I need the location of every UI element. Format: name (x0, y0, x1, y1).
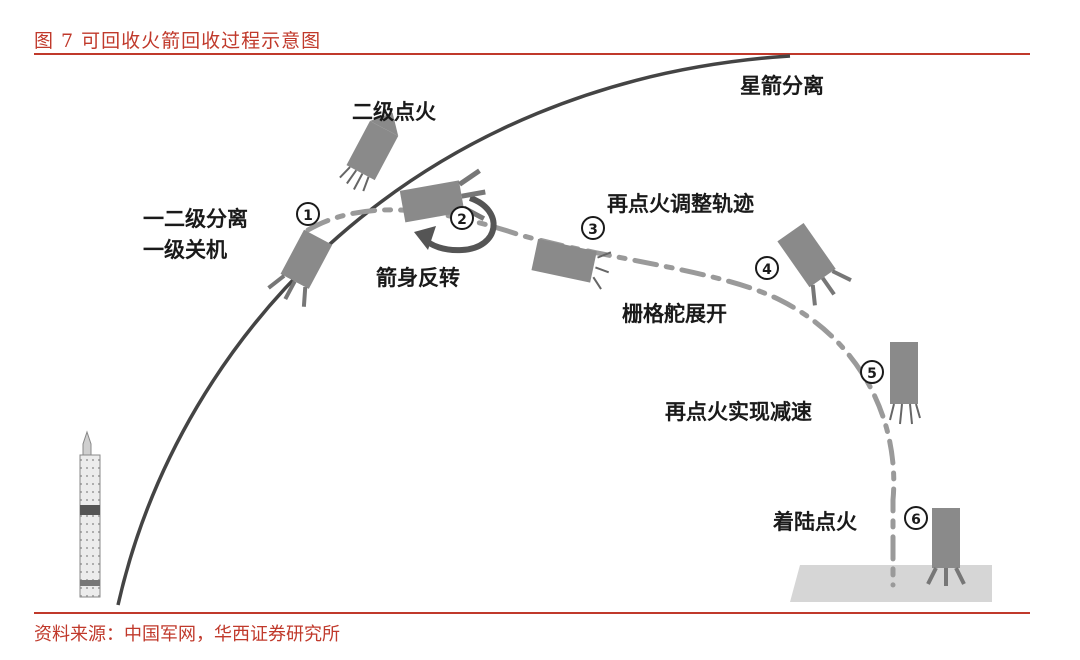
label-landing-ignition: 着陆点火 (773, 510, 857, 534)
decelerating-stage (889, 342, 921, 425)
flip-arrow-head (414, 226, 436, 250)
label-second-ignition: 二级点火 (352, 100, 436, 124)
step-number-3: 3 (588, 222, 598, 238)
label-grid-fins-deploy: 栅格舵展开 (622, 302, 727, 326)
step-number-6: 6 (911, 512, 921, 528)
launch-rocket (79, 430, 101, 598)
figure-source: 资料来源：中国军网，华西证券研究所 (34, 624, 340, 645)
step-number-1: 1 (303, 208, 313, 224)
step-number-4: 4 (762, 262, 772, 278)
label-stage-separation: 一二级分离 (143, 207, 248, 231)
label-reignite-adjust: 再点火调整轨迹 (607, 192, 754, 216)
step-marker-1: 1 (296, 202, 320, 226)
title-rule (34, 53, 1030, 55)
second-stage-rocket (339, 112, 399, 192)
label-reignite-decelerate: 再点火实现减速 (665, 400, 812, 424)
label-payload-separation: 星箭分离 (740, 74, 824, 98)
step-marker-2: 2 (450, 206, 474, 230)
label-body-flip: 箭身反转 (376, 266, 460, 290)
ascent-trajectory (116, 54, 791, 606)
figure-title: 图 7 可回收火箭回收过程示意图 (34, 30, 322, 52)
step-marker-6: 6 (904, 506, 928, 530)
adjusting-stage (531, 238, 612, 290)
flip-arrow (421, 195, 497, 254)
step-marker-3: 3 (581, 216, 605, 240)
step-number-2: 2 (457, 212, 467, 228)
step-number-5: 5 (867, 366, 877, 382)
step-marker-4: 4 (755, 256, 779, 280)
grid-fin-stage (777, 222, 852, 306)
source-rule (34, 612, 1030, 614)
step-marker-5: 5 (860, 360, 884, 384)
flipping-stage (399, 168, 486, 223)
first-stage-separation (267, 229, 333, 307)
landing-stage (926, 508, 966, 586)
label-first-stage-cutoff: 一级关机 (143, 238, 227, 262)
